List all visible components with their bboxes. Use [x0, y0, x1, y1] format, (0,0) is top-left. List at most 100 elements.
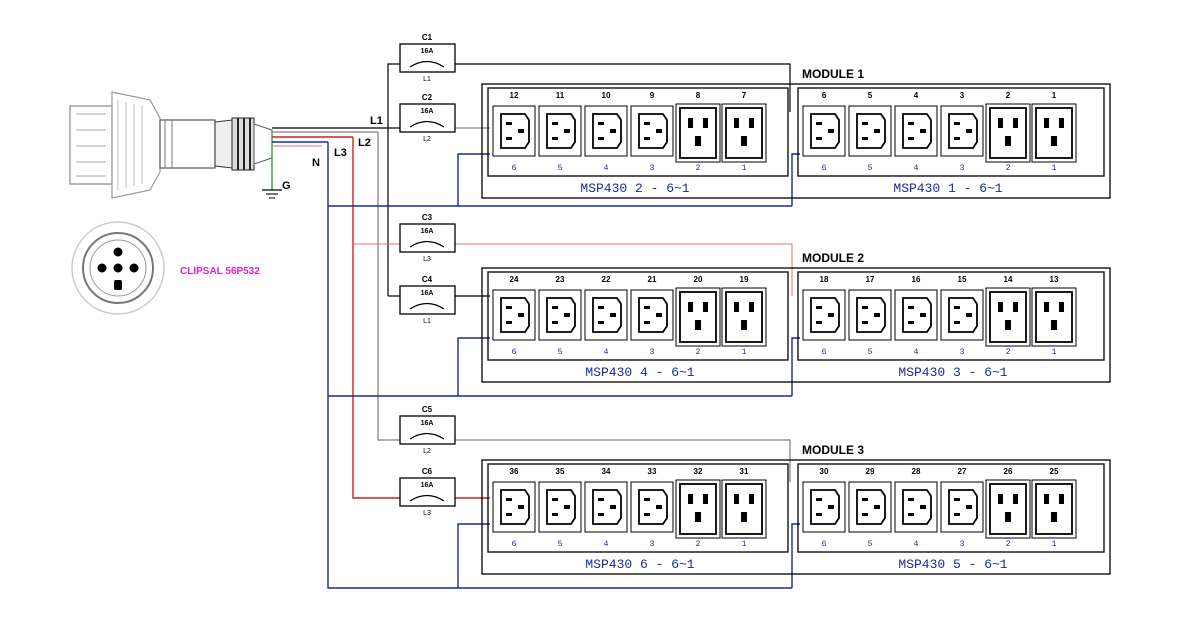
outlet-number: 11 — [556, 91, 565, 100]
unit-label: MSP430 1 - 6~1 — [893, 181, 1002, 196]
c19-socket-icon — [1031, 103, 1077, 163]
svg-text:C6: C6 — [422, 467, 433, 476]
c13-socket-icon — [584, 481, 628, 533]
socket-position-number: 2 — [1006, 164, 1011, 173]
c13-socket-icon — [848, 289, 892, 341]
socket-position-number: 2 — [696, 540, 701, 549]
c19-socket-icon — [1031, 287, 1077, 347]
c13-socket-icon — [940, 105, 984, 157]
plug-side-view — [69, 91, 273, 199]
outlet-number: 13 — [1050, 275, 1059, 284]
c19-socket-icon — [721, 479, 767, 539]
c13-socket-icon — [492, 481, 536, 533]
socket-position-number: 1 — [742, 164, 747, 173]
c19-socket-icon — [675, 103, 721, 163]
unit-label: MSP430 3 - 6~1 — [898, 365, 1007, 380]
socket-position-number: 2 — [696, 164, 701, 173]
outlet-number: 20 — [694, 275, 703, 284]
c19-socket-icon — [721, 287, 767, 347]
c13-socket-icon — [894, 481, 938, 533]
svg-text:L1: L1 — [423, 76, 431, 83]
outlet-number: 5 — [868, 91, 873, 100]
outlet-number: 4 — [914, 91, 919, 100]
module-frames — [481, 83, 1111, 575]
c13-socket-icon — [802, 289, 846, 341]
socket-position-number: 4 — [914, 164, 919, 173]
unit-label: MSP430 4 - 6~1 — [585, 365, 694, 380]
socket-position-number: 1 — [742, 540, 747, 549]
c13-socket-icon — [940, 481, 984, 533]
outlet-number: 21 — [648, 275, 657, 284]
line-label-l3: L3 — [334, 147, 347, 159]
unit-label: MSP430 5 - 6~1 — [898, 557, 1007, 572]
socket-position-number: 5 — [558, 164, 563, 173]
socket-position-number: 4 — [604, 164, 609, 173]
svg-text:C1: C1 — [422, 33, 433, 42]
breaker-c6: C6 16A L3 — [399, 467, 456, 517]
c13-socket-icon — [802, 105, 846, 157]
outlet-number: 26 — [1004, 467, 1013, 476]
socket-position-number: 5 — [558, 348, 563, 357]
svg-text:16A: 16A — [421, 228, 434, 235]
c19-socket-icon — [985, 103, 1031, 163]
outlet-number: 17 — [866, 275, 875, 284]
outlet-number: 35 — [556, 467, 565, 476]
outlet-number: 32 — [694, 467, 703, 476]
socket-position-number: 3 — [650, 540, 655, 549]
outlet-number: 25 — [1050, 467, 1059, 476]
earth-label: G — [282, 180, 291, 192]
module-3-title: MODULE 3 — [802, 443, 864, 457]
c13-socket-icon — [492, 105, 536, 157]
line-label-l1: L1 — [370, 115, 383, 127]
c13-socket-icon — [630, 105, 674, 157]
unit-label: MSP430 2 - 6~1 — [580, 181, 689, 196]
outlet-number: 31 — [740, 467, 749, 476]
module-1-title: MODULE 1 — [802, 67, 864, 81]
svg-text:C3: C3 — [422, 213, 433, 222]
phase-buses — [327, 63, 800, 589]
c13-socket-icon — [940, 289, 984, 341]
svg-text:C4: C4 — [422, 275, 433, 284]
outlet-number: 23 — [556, 275, 565, 284]
socket-position-number: 4 — [914, 348, 919, 357]
socket-position-number: 6 — [512, 164, 517, 173]
socket-position-number: 1 — [742, 348, 747, 357]
line-label-n: N — [312, 157, 320, 169]
svg-text:16A: 16A — [421, 420, 434, 427]
outlet-number: 3 — [960, 91, 965, 100]
socket-position-number: 2 — [1006, 348, 1011, 357]
outlet-number: 29 — [866, 467, 875, 476]
c13-socket-icon — [492, 289, 536, 341]
socket-position-number: 5 — [868, 164, 873, 173]
outlet-number: 10 — [602, 91, 611, 100]
socket-position-number: 3 — [960, 348, 965, 357]
socket-position-number: 4 — [604, 540, 609, 549]
plug-model-label: CLIPSAL 56P532 — [180, 266, 260, 277]
svg-text:C2: C2 — [422, 93, 433, 102]
socket-position-number: 3 — [960, 540, 965, 549]
socket-position-number: 6 — [822, 164, 827, 173]
socket-position-number: 6 — [512, 540, 517, 549]
socket-position-number: 6 — [512, 348, 517, 357]
svg-text:L2: L2 — [423, 136, 431, 143]
c19-socket-icon — [1031, 479, 1077, 539]
socket-position-number: 3 — [650, 348, 655, 357]
outlet-number: 34 — [602, 467, 611, 476]
outlet-number: 2 — [1006, 91, 1011, 100]
unit-label: MSP430 6 - 6~1 — [585, 557, 694, 572]
outlet-number: 27 — [958, 467, 967, 476]
c19-socket-icon — [721, 103, 767, 163]
input-wiring — [262, 127, 388, 199]
socket-position-number: 1 — [1052, 164, 1057, 173]
line-label-l2: L2 — [358, 137, 371, 149]
outlet-number: 24 — [510, 275, 519, 284]
outlet-number: 16 — [912, 275, 921, 284]
outlet-number: 22 — [602, 275, 611, 284]
c19-socket-icon — [985, 479, 1031, 539]
outlet-number: 8 — [696, 91, 701, 100]
outlet-number: 9 — [650, 91, 655, 100]
c19-socket-icon — [675, 287, 721, 347]
outlet-number: 18 — [820, 275, 829, 284]
outlet-number: 14 — [1004, 275, 1013, 284]
